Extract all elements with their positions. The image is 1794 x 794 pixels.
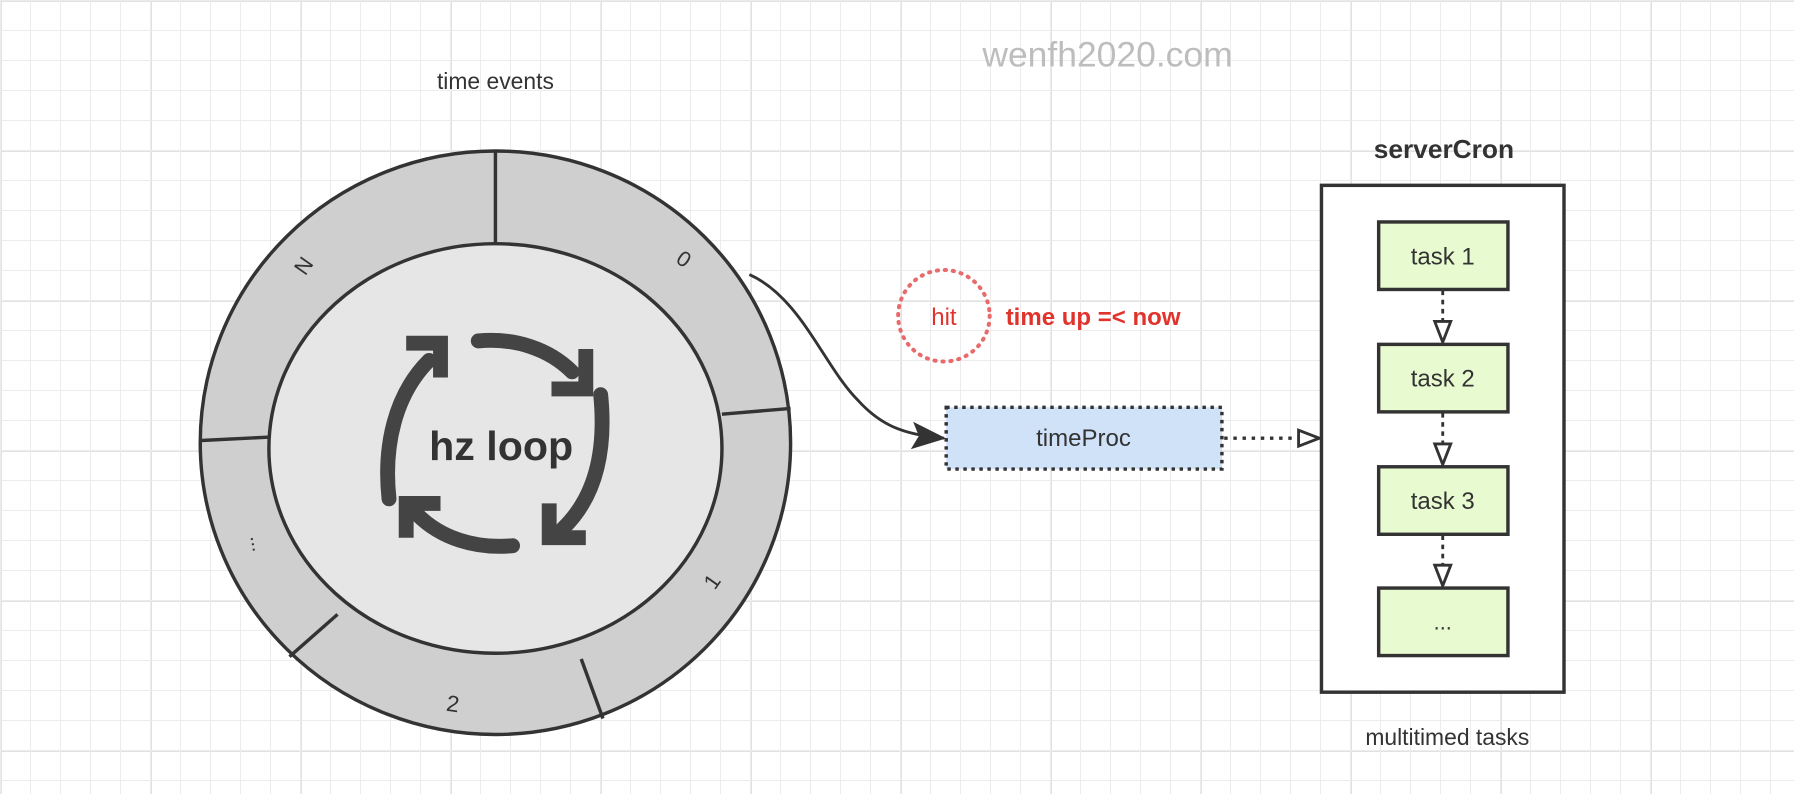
task-label: ...	[1434, 609, 1452, 634]
time-proc-label: timeProc	[1036, 425, 1131, 452]
server-cron-title: serverCron	[1374, 134, 1514, 164]
hit-marker	[896, 268, 992, 364]
slot-label-2: 2	[445, 690, 461, 718]
refresh-loop-icon	[380, 332, 610, 554]
task-label: task 2	[1411, 366, 1475, 393]
slot-to-proc-arrow	[748, 273, 947, 450]
task-list: task 1 task 2 task 3 ...	[1376, 220, 1510, 658]
task-box	[1376, 586, 1510, 658]
slot-label-more: ...	[245, 534, 269, 554]
server-cron-caption: multitimed tasks	[1365, 724, 1529, 750]
task-label: task 1	[1411, 243, 1475, 270]
wheel-center-label: hz loop	[429, 423, 573, 469]
time-proc-box	[944, 405, 1224, 471]
task-box	[1376, 342, 1510, 414]
task-box	[1376, 220, 1510, 292]
hit-condition: time up =< now	[1006, 304, 1181, 331]
slot-dividers	[201, 152, 791, 720]
wheel-title: time events	[437, 68, 554, 94]
time-wheel: 0 1 2 ... N hz loop	[198, 149, 793, 737]
task-label: task 3	[1411, 488, 1475, 515]
watermark: wenfh2020.com	[981, 34, 1232, 74]
hit-label: hit	[931, 304, 957, 331]
